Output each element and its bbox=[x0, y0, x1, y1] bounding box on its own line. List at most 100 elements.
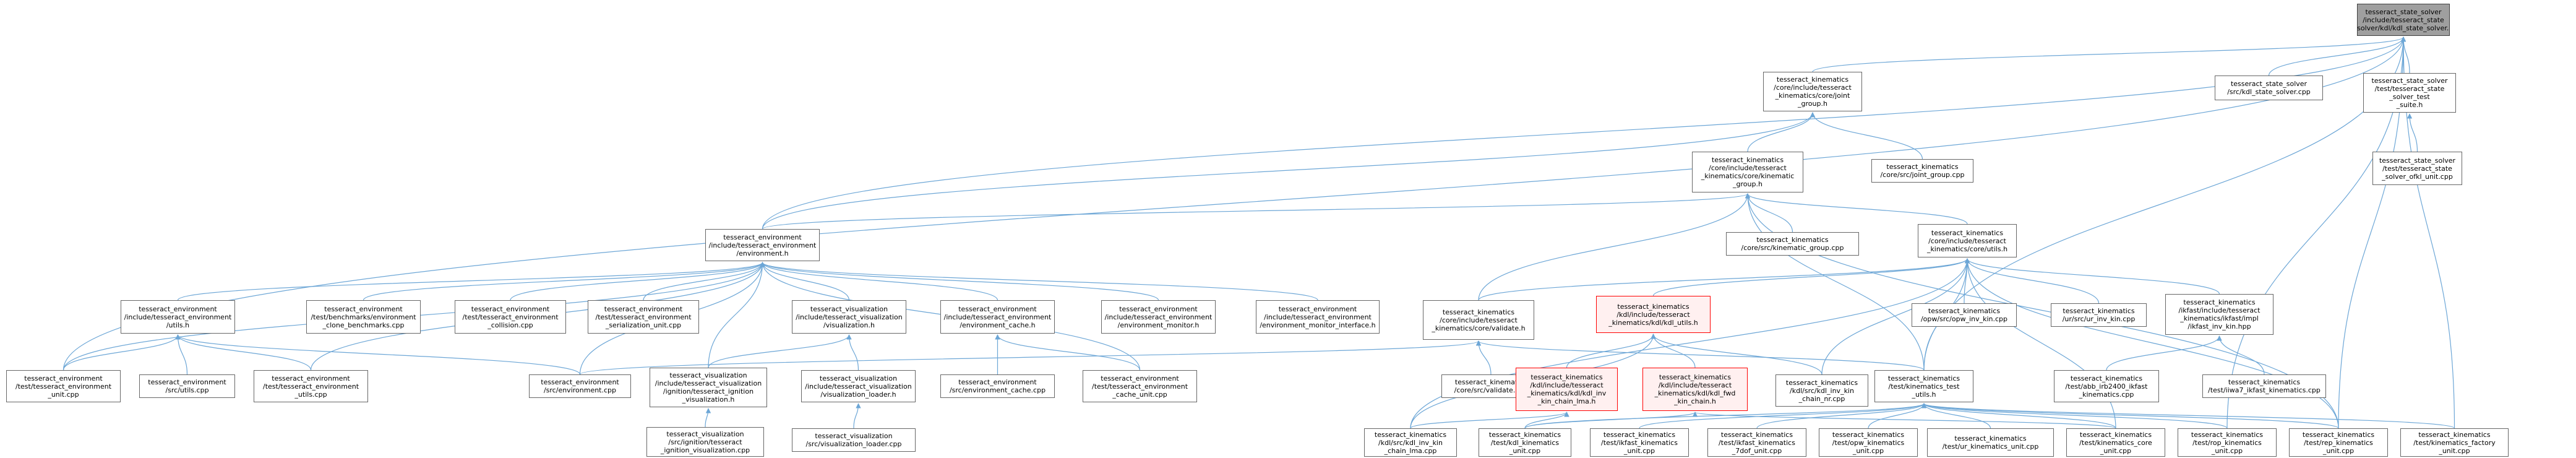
edge-node-rep-kinematics-unit-cpp-to-node-kinematics-test-utils-h bbox=[1921, 403, 2339, 429]
node-kdl-inv-kin-chain-lma-cpp[interactable]: tesseract_kinematics /kdl/src/kdl_inv_ki… bbox=[1364, 428, 1457, 457]
node-env-unit-cpp[interactable]: tesseract_environment /test/tesseract_en… bbox=[6, 370, 121, 402]
edge-node-kinematics-core-unit-cpp-to-node-kdl-fwd-kin-chain-h bbox=[1693, 412, 2116, 429]
node-joint-group-cpp[interactable]: tesseract_kinematics /core/src/joint_gro… bbox=[1871, 159, 1973, 183]
edge-node-ignition-visualization-cpp-to-node-ignition-visualization-h bbox=[705, 408, 711, 428]
edge-node-env-unit-cpp-to-node-env-utils-h bbox=[62, 334, 181, 371]
node-kdl-fwd-kin-chain-h[interactable]: tesseract_kinematics /kdl/include/tesser… bbox=[1642, 368, 1748, 411]
edge-node-environment-h-to-node-kinematic-group-h bbox=[762, 193, 1750, 230]
node-env-utils-h[interactable]: tesseract_environment /include/tesseract… bbox=[121, 300, 235, 334]
node-abb-irb2400-ikfast-cpp[interactable]: tesseract_kinematics /test/abb_irb2400_i… bbox=[2054, 370, 2159, 402]
edge-node-visualization-loader-cpp-to-node-visualization-loader-h bbox=[853, 403, 861, 429]
node-kdl-utils-h[interactable]: tesseract_kinematics /kdl/include/tesser… bbox=[1596, 296, 1711, 333]
node-environment-h[interactable]: tesseract_environment /include/tesseract… bbox=[705, 229, 820, 261]
edge-node-env-serialization-unit-cpp-to-node-environment-h bbox=[643, 262, 765, 301]
node-ikfast-kinematics-7dof-unit-cpp[interactable]: tesseract_kinematics /test/ikfast_kinema… bbox=[1707, 428, 1806, 457]
edge-node-env-src-environment-cpp-to-node-env-utils-h bbox=[175, 334, 581, 375]
edge-node-env-src-utils-cpp-to-node-env-utils-h bbox=[175, 334, 188, 375]
node-ur-inv-kin-cpp[interactable]: tesseract_kinematics /ur/src/ur_inv_kin.… bbox=[2051, 303, 2147, 327]
node-kdl-inv-kin-chain-lma-h[interactable]: tesseract_kinematics /kdl/include/tesser… bbox=[1516, 368, 1618, 411]
edge-node-env-cache-unit-cpp-to-node-environment-cache-h bbox=[995, 334, 1141, 371]
edge-node-env-utils-h-to-node-environment-h bbox=[177, 262, 765, 301]
node-kinematic-group-cpp[interactable]: tesseract_kinematics /core/src/kinematic… bbox=[1726, 232, 1859, 256]
edge-node-visualization-h-to-node-environment-h bbox=[760, 262, 850, 301]
edge-node-kdl-inv-kin-chain-lma-cpp-to-node-kdl-inv-kin-chain-lma-h bbox=[1410, 412, 1569, 429]
node-kdl-state-solver-h[interactable]: tesseract_state_solver /include/tesserac… bbox=[2357, 4, 2450, 36]
edge-node-environment-cache-h-to-node-environment-h bbox=[760, 262, 998, 301]
node-env-src-utils-cpp[interactable]: tesseract_environment /src/utils.cpp bbox=[139, 374, 235, 398]
node-kinematics-test-utils-h[interactable]: tesseract_kinematics /test/kinematics_te… bbox=[1874, 370, 1973, 402]
edge-node-iiwa7-ikfast-cpp-to-node-ikfast-inv-kin-hpp bbox=[2217, 335, 2265, 375]
node-environment-cache-h[interactable]: tesseract_environment /include/tesseract… bbox=[940, 300, 1055, 334]
edge-node-kinematics-test-utils-h-to-node-core-validate-h bbox=[1476, 340, 1925, 371]
node-kinematic-group-h[interactable]: tesseract_kinematics /core/include/tesse… bbox=[1692, 152, 1803, 192]
edge-node-ikfast-inv-kin-hpp-to-node-core-utils-h bbox=[1964, 258, 2220, 295]
edge-node-abb-irb2400-ikfast-cpp-to-node-ikfast-inv-kin-hpp bbox=[2106, 335, 2222, 371]
edge-node-kinematic-group-cpp-to-node-kinematic-group-h bbox=[1745, 193, 1793, 233]
node-kdl-kinematics-unit-cpp[interactable]: tesseract_kinematics /test/kdl_kinematic… bbox=[1479, 428, 1571, 457]
node-state-solver-ofkl-unit-cpp[interactable]: tesseract_state_solver /test/tesseract_s… bbox=[2372, 152, 2462, 185]
node-rop-kinematics-unit-cpp[interactable]: tesseract_kinematics /test/rop_kinematic… bbox=[2178, 428, 2277, 457]
edge-node-kdl-kinematics-unit-cpp-to-node-kdl-fwd-kin-chain-h bbox=[1524, 412, 1698, 429]
edge-node-kdl-inv-kin-chain-lma-h-to-node-kdl-utils-h bbox=[1566, 334, 1656, 368]
node-environment-monitor-h[interactable]: tesseract_environment /include/tesseract… bbox=[1101, 300, 1216, 334]
edge-node-environment-h-to-node-joint-group-h bbox=[762, 112, 1816, 230]
edge-node-joint-group-h-to-node-kdl-state-solver-h bbox=[1812, 37, 2406, 72]
edge-node-kdl-utils-h-to-node-core-utils-h bbox=[1652, 258, 1970, 296]
edge-node-core-utils-h-to-node-kinematic-group-h bbox=[1745, 193, 1968, 225]
node-ikfast-inv-kin-hpp[interactable]: tesseract_kinematics /ikfast/include/tes… bbox=[2165, 294, 2273, 335]
edge-node-core-validate-h-to-node-kinematic-group-h bbox=[1478, 193, 1751, 301]
edge-node-ignition-visualization-h-to-node-environment-h bbox=[708, 262, 765, 368]
node-joint-group-h[interactable]: tesseract_kinematics /core/include/tesse… bbox=[1763, 72, 1862, 111]
node-env-src-environment-cpp[interactable]: tesseract_environment /src/environment.c… bbox=[529, 374, 631, 398]
edge-node-state-solver-test-suite-h-to-node-kdl-state-solver-h bbox=[2400, 37, 2410, 74]
edge-node-joint-group-cpp-to-node-joint-group-h bbox=[1810, 112, 1923, 160]
node-env-collision-cpp[interactable]: tesseract_environment /test/tesseract_en… bbox=[455, 300, 566, 334]
node-visualization-loader-h[interactable]: tesseract_visualization /include/tessera… bbox=[801, 370, 916, 402]
edge-node-visualization-loader-h-to-node-visualization-h bbox=[846, 334, 859, 371]
edge-node-rep-kinematics-unit-cpp-to-node-core-utils-h bbox=[1964, 258, 2339, 429]
edge-node-core-validate-cpp-to-node-core-validate-h bbox=[1475, 340, 1492, 375]
edge-node-kinematics-test-utils-h-to-node-kinematic-group-h bbox=[1745, 193, 1925, 371]
edge-node-kdl-kinematics-unit-cpp-to-node-kinematics-test-utils-h bbox=[1524, 403, 1926, 429]
node-kdl-inv-kin-chain-nr-cpp[interactable]: tesseract_kinematics /kdl/src/kdl_inv_ki… bbox=[1775, 374, 1868, 407]
node-kinematics-core-unit-cpp[interactable]: tesseract_kinematics /test/kinematics_co… bbox=[2066, 428, 2165, 457]
node-env-cache-unit-cpp[interactable]: tesseract_environment /test/tesseract_en… bbox=[1083, 370, 1197, 402]
edge-node-kdl-kinematics-unit-cpp-to-node-kdl-inv-kin-chain-lma-h bbox=[1524, 412, 1569, 429]
node-ignition-visualization-cpp[interactable]: tesseract_visualization /src/ignition/te… bbox=[646, 427, 764, 457]
edge-node-env-clone-benchmark-cpp-to-node-environment-h bbox=[363, 262, 765, 301]
edge-node-kdl-fwd-kin-chain-h-to-node-kdl-utils-h bbox=[1651, 334, 1696, 368]
node-core-utils-h[interactable]: tesseract_kinematics /core/include/tesse… bbox=[1918, 224, 2017, 257]
edge-node-env-test-utils-cpp-to-node-env-utils-h bbox=[175, 334, 312, 371]
node-state-solver-test-suite-h[interactable]: tesseract_state_solver /test/tesseract_s… bbox=[2363, 73, 2456, 113]
edge-node-env-collision-cpp-to-node-environment-h bbox=[510, 262, 765, 301]
node-rep-kinematics-unit-cpp[interactable]: tesseract_kinematics /test/rep_kinematic… bbox=[2289, 428, 2388, 457]
node-visualization-loader-cpp[interactable]: tesseract_visualization /src/visualizati… bbox=[792, 428, 916, 452]
edge-node-kdl-state-solver-cpp-to-node-kdl-state-solver-h bbox=[2268, 37, 2406, 76]
edge-node-ur-inv-kin-cpp-to-node-core-utils-h bbox=[1964, 258, 2100, 304]
node-kdl-state-solver-cpp[interactable]: tesseract_state_solver /src/kdl_state_so… bbox=[2215, 76, 2323, 100]
edge-node-state-solver-ofkl-unit-cpp-to-node-state-solver-test-suite-h bbox=[2406, 113, 2418, 152]
edge-node-kdl-inv-kin-chain-nr-cpp-to-node-core-utils-h bbox=[1821, 258, 1970, 375]
node-visualization-h[interactable]: tesseract_visualization /include/tessera… bbox=[792, 300, 906, 334]
edge-node-kdl-inv-kin-chain-nr-cpp-to-node-kdl-utils-h bbox=[1651, 334, 1823, 375]
node-env-cache-cpp[interactable]: tesseract_environment /src/environment_c… bbox=[940, 374, 1055, 398]
edge-node-kinematics-core-unit-cpp-to-node-kinematics-test-utils-h bbox=[1921, 403, 2116, 429]
edge-node-environment-h-to-node-kdl-state-solver-h bbox=[762, 37, 2406, 230]
edge-node-ikfast-kinematics-unit-cpp-to-node-kinematics-test-utils-h bbox=[1639, 403, 1927, 429]
node-ikfast-kinematics-unit-cpp[interactable]: tesseract_kinematics /test/ikfast_kinema… bbox=[1590, 428, 1689, 457]
node-env-serialization-unit-cpp[interactable]: tesseract_environment /test/tesseract_en… bbox=[588, 300, 699, 334]
edge-node-environment-monitor-interface-h-to-node-environment-h bbox=[760, 262, 1318, 301]
node-core-validate-h[interactable]: tesseract_kinematics /core/include/tesse… bbox=[1423, 300, 1534, 340]
node-opw-kinematics-unit-cpp[interactable]: tesseract_kinematics /test/opw_kinematic… bbox=[1819, 428, 1918, 457]
edge-node-env-src-environment-cpp-to-node-core-validate-h bbox=[579, 340, 1481, 375]
node-env-test-utils-cpp[interactable]: tesseract_environment /test/tesseract_en… bbox=[254, 370, 368, 402]
node-kinematics-factory-unit-cpp[interactable]: tesseract_kinematics /test/kinematics_fa… bbox=[2400, 428, 2509, 457]
node-env-clone-benchmark-cpp[interactable]: tesseract_environment /test/benchmarks/e… bbox=[306, 300, 421, 334]
node-opw-inv-kin-cpp[interactable]: tesseract_kinematics /opw/src/opw_inv_ki… bbox=[1912, 303, 2017, 327]
edge-node-ikfast-kinematics-7dof-unit-cpp-to-node-kinematics-test-utils-h bbox=[1756, 403, 1927, 429]
node-ignition-visualization-h[interactable]: tesseract_visualization /include/tessera… bbox=[650, 368, 767, 407]
node-ur-kinematics-unit-cpp[interactable]: tesseract_kinematics /test/ur_kinematics… bbox=[1927, 428, 2054, 457]
node-environment-monitor-interface-h[interactable]: tesseract_environment /include/tesseract… bbox=[1256, 300, 1380, 334]
edge-node-core-validate-h-to-node-core-utils-h bbox=[1478, 258, 1970, 301]
node-iiwa7-ikfast-cpp[interactable]: tesseract_kinematics /test/iiwa7_ikfast_… bbox=[2202, 374, 2326, 398]
